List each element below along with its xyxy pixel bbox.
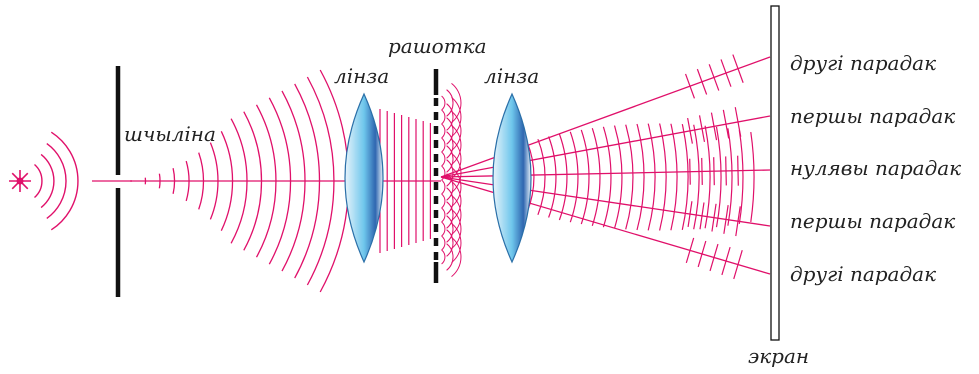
order-wavefront-2-0	[690, 159, 691, 185]
order-wavefront-0-3	[721, 59, 731, 86]
diffracted-wavefront-4	[538, 139, 545, 215]
diffracted-wavefront-15	[660, 124, 666, 231]
lens-1-label: лінза	[334, 66, 389, 86]
order-wavefront-2-4	[738, 156, 739, 186]
order-wavefront-2-3	[726, 156, 727, 185]
grating-wavelet-0-0	[442, 96, 445, 110]
grating-wavelet-7-0	[442, 194, 445, 208]
diffracted-wavefront-16	[671, 124, 677, 231]
grating-wavelet-3-0	[442, 138, 445, 152]
grating-wavelet-4-0	[442, 152, 445, 166]
source-wavefront-1	[41, 154, 54, 207]
slit-wavefront-2	[159, 174, 160, 189]
diffracted-wavefront-6	[559, 134, 567, 220]
diffracted-wavefront-8	[581, 130, 589, 224]
order-wavefront-4-0	[686, 238, 693, 263]
diffracted-wavefront-14	[648, 124, 655, 231]
order-wavefront-4-2	[710, 244, 718, 271]
diffracted-wavefront-7	[570, 132, 578, 222]
order-zero-label: нулявы парадак	[790, 158, 961, 178]
diffracted-wavefront-12	[626, 125, 633, 230]
diffracted-wavefront-11	[615, 126, 622, 229]
grating-label: рашотка	[388, 36, 487, 56]
grating-wavelet-11-0	[442, 250, 445, 264]
screen-label: экран	[748, 346, 809, 366]
diffracted-wavefront-5	[549, 137, 556, 218]
order-wavefront-0-1	[697, 69, 706, 94]
slit-label: шчыліна	[124, 124, 216, 144]
order-wavefront-0-4	[733, 55, 743, 83]
diffracted-wavefront-20	[717, 127, 722, 227]
screen	[771, 6, 779, 340]
order-wavefront-0-2	[709, 64, 719, 90]
grating-wavelet-6-0	[442, 180, 445, 194]
order-second-bottom-label: другі парадак	[790, 264, 936, 284]
order-first-top-label: першы парадак	[790, 106, 955, 126]
lens-1	[345, 94, 383, 262]
order-wavefront-2-1	[702, 158, 703, 185]
order-wavefront-4-1	[698, 241, 706, 267]
lens-2	[493, 94, 531, 262]
diffracted-wavefront-23	[751, 132, 754, 222]
diffracted-wavefront-21	[728, 128, 732, 225]
order-wavefront-2-2	[714, 157, 715, 185]
wavefronts	[35, 55, 755, 292]
order-wavefront-0-0	[686, 74, 695, 98]
order-wavefront-4-3	[722, 247, 730, 275]
grating-wavelet-8-0	[442, 208, 445, 222]
source-wavefront-0	[35, 165, 42, 198]
source-wavefront-2	[47, 144, 66, 219]
lens-2-label: лінза	[484, 66, 539, 86]
grating-wavelet-9-0	[442, 222, 445, 236]
grating-wavelet-10-0	[442, 236, 445, 250]
order-first-bottom-label: першы парадак	[790, 211, 955, 231]
diffracted-wavefront-10	[603, 127, 611, 227]
order-wavefront-4-4	[734, 250, 742, 279]
diffracted-wavefront-9	[592, 128, 600, 226]
source-wavefront-3	[51, 132, 78, 230]
diffracted-wavefront-19	[705, 126, 710, 229]
diffracted-wavefront-18	[694, 125, 699, 230]
grating-wavelet-1-0	[442, 110, 445, 124]
grating-wavelet-2-0	[442, 124, 445, 138]
order-second-top-label: другі парадак	[790, 53, 936, 73]
